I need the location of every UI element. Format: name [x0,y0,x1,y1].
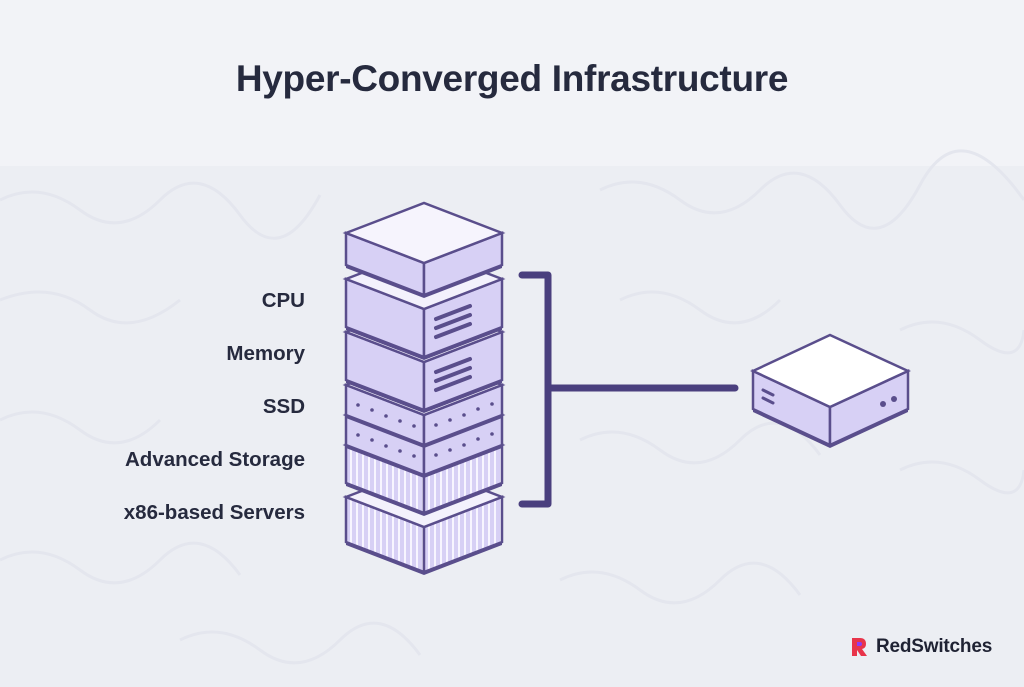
redswitches-logo-icon [852,638,867,656]
label-ssd: SSD [262,395,305,418]
brand-logo: RedSwitches [849,636,992,658]
connection-bracket [518,271,739,508]
header-band [0,0,1024,166]
label-advanced-storage: Advanced Storage [125,448,305,471]
brand-name: RedSwitches [876,636,993,657]
label-memory: Memory [226,342,305,365]
page-title: Hyper-Converged Infrastructure [235,58,789,99]
label-x86-servers: x86-based Servers [123,501,305,524]
server-stack-top-cap [342,201,506,298]
mini-server-icon [750,333,911,448]
label-cpu: CPU [261,289,305,312]
